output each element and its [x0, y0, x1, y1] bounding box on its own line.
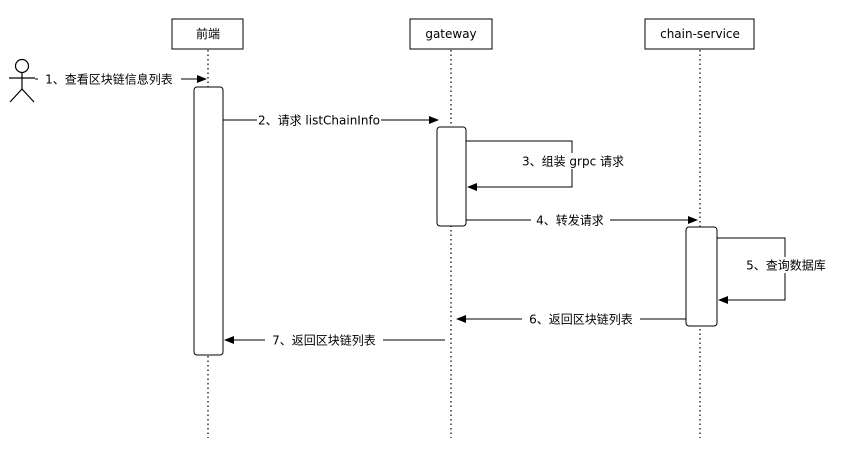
frontend-participant-label: 前端: [196, 26, 220, 41]
actor-icon: [9, 58, 35, 103]
message-4: 4、转发请求: [466, 212, 698, 228]
chain-service-activation: [685, 226, 718, 327]
message-7: 7、返回区块链列表: [224, 332, 445, 348]
frontend-participant: 前端: [171, 18, 244, 50]
message-6-label: 6、返回区块链列表: [529, 312, 633, 327]
gateway-activation: [436, 126, 467, 227]
message-5: 5、查询数据库: [717, 237, 832, 304]
message-3-label: 3、组装 grpc 请求: [522, 155, 624, 169]
message-2: 2、请求 listChainInfo: [223, 112, 439, 128]
message-1: 1、查看区块链信息列表: [35, 71, 207, 87]
message-4-label: 4、转发请求: [536, 213, 604, 228]
chain-service-participant: chain-service: [644, 18, 755, 50]
message-3: 3、组装 grpc 请求: [466, 140, 628, 191]
message-7-label: 7、返回区块链列表: [272, 333, 376, 348]
message-6: 6、返回区块链列表: [456, 311, 686, 327]
chain-service-participant-label: chain-service: [660, 27, 740, 41]
gateway-participant-label: gateway: [425, 27, 476, 41]
message-1-label: 1、查看区块链信息列表: [45, 72, 173, 87]
message-2-label: 2、请求 listChainInfo: [258, 114, 380, 128]
message-5-label: 5、查询数据库: [746, 258, 826, 273]
gateway-participant: gateway: [409, 18, 493, 50]
frontend-activation: [193, 86, 224, 356]
